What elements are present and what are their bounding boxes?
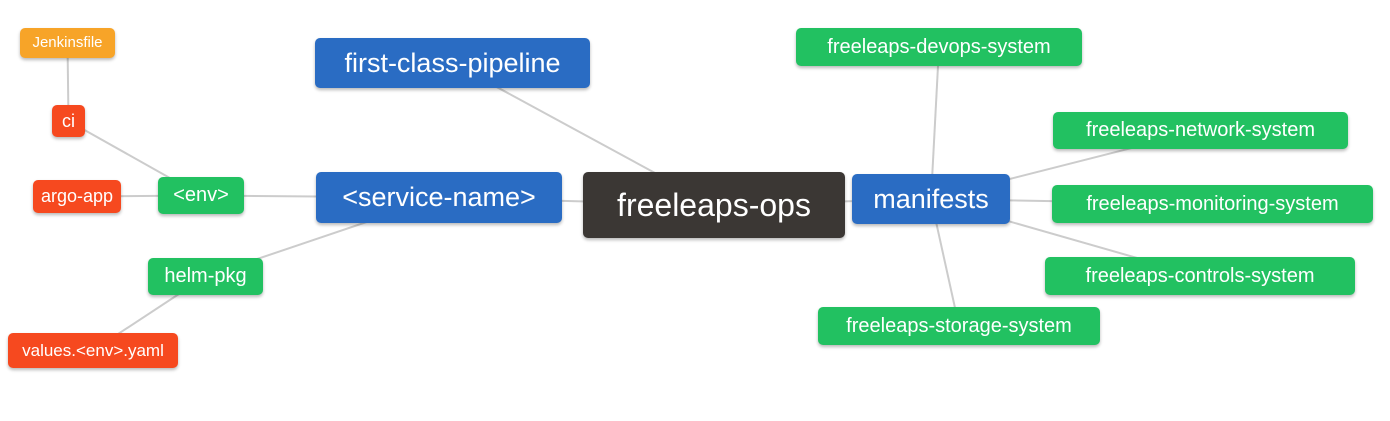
node-freeleaps-controls-system[interactable]: freeleaps-controls-system: [1045, 257, 1355, 295]
node-freeleaps-ops[interactable]: freeleaps-ops: [583, 172, 845, 238]
node-values-env-yaml[interactable]: values.<env>.yaml: [8, 333, 178, 368]
node-freeleaps-monitoring-system[interactable]: freeleaps-monitoring-system: [1052, 185, 1373, 223]
node-first-class-pipeline[interactable]: first-class-pipeline: [315, 38, 590, 88]
node-manifests[interactable]: manifests: [852, 174, 1010, 224]
node-freeleaps-network-system[interactable]: freeleaps-network-system: [1053, 112, 1348, 149]
node-jenkinsfile[interactable]: Jenkinsfile: [20, 28, 115, 58]
node-freeleaps-storage-system[interactable]: freeleaps-storage-system: [818, 307, 1100, 345]
node-freeleaps-devops-system[interactable]: freeleaps-devops-system: [796, 28, 1082, 66]
node-env[interactable]: <env>: [158, 177, 244, 214]
edge-manifests-freeleaps-devops-system: [930, 46, 940, 200]
node-service-name[interactable]: <service-name>: [316, 172, 562, 223]
node-argo-app[interactable]: argo-app: [33, 180, 121, 213]
node-ci[interactable]: ci: [52, 105, 85, 137]
node-helm-pkg[interactable]: helm-pkg: [148, 258, 263, 295]
